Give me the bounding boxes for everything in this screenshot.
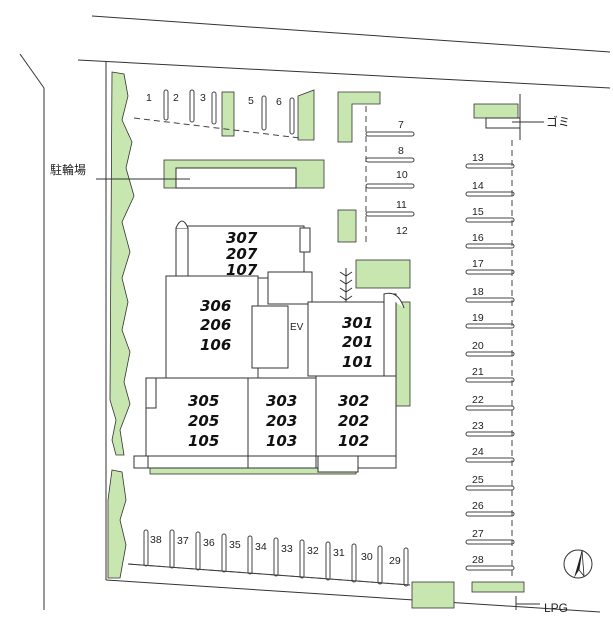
- parking-space-31: 31: [333, 547, 345, 559]
- unit-block-306: 306 206 106: [200, 297, 231, 354]
- svg-text:302: 302: [338, 392, 369, 410]
- svg-text:103: 103: [266, 432, 297, 450]
- parking-space-27: 27: [472, 528, 484, 540]
- svg-text:102: 102: [338, 432, 369, 450]
- svg-text:203: 203: [266, 412, 297, 430]
- parking-upper-right: 7 8 10 11 12: [365, 106, 415, 244]
- svg-text:303: 303: [266, 392, 297, 410]
- north-arrow-icon: [563, 549, 593, 579]
- svg-text:101: 101: [342, 353, 373, 371]
- parking-space-32: 32: [307, 545, 319, 557]
- parking-space-29: 29: [389, 555, 401, 567]
- parking-space-24: 24: [472, 446, 484, 458]
- parking-space-26: 26: [472, 500, 484, 512]
- svg-text:202: 202: [338, 412, 369, 430]
- svg-text:107: 107: [226, 261, 258, 279]
- parking-space-35: 35: [229, 539, 241, 551]
- parking-space-21: 21: [472, 366, 484, 378]
- building: EV: [133, 220, 405, 473]
- garbage-label: ゴミ: [546, 114, 570, 129]
- parking-space-11: 11: [396, 199, 407, 211]
- parking-space-14: 14: [472, 180, 484, 192]
- svg-text:307: 307: [226, 229, 258, 247]
- elevator-label: EV: [290, 322, 304, 333]
- parking-space-1: 1: [146, 92, 152, 104]
- parking-space-30: 30: [361, 551, 373, 563]
- unit-block-307: 307 207 107: [226, 229, 258, 279]
- svg-text:301: 301: [342, 314, 373, 332]
- unit-block-305: 305 205 105: [188, 392, 219, 450]
- parking-space-38: 38: [150, 534, 162, 546]
- parking-space-2: 2: [173, 92, 179, 104]
- parking-top-row: 1 2 3 5 6: [133, 89, 301, 139]
- svg-text:105: 105: [188, 432, 219, 450]
- parking-right-column: 13 14 15 16 17 18 19 20 21 22 23 24 25 2…: [465, 140, 515, 580]
- parking-space-23: 23: [472, 420, 484, 432]
- unit-block-303: 303 203 103: [266, 392, 297, 450]
- parking-space-20: 20: [472, 340, 484, 352]
- parking-space-8: 8: [398, 145, 404, 157]
- parking-space-18: 18: [472, 286, 484, 298]
- svg-text:106: 106: [200, 336, 231, 354]
- svg-text:201: 201: [342, 333, 373, 351]
- svg-text:207: 207: [226, 245, 258, 263]
- parking-space-15: 15: [472, 206, 484, 218]
- bicycle-parking-label: 駐輪場: [50, 162, 86, 177]
- lpg-label: LPG: [544, 601, 568, 615]
- parking-space-7: 7: [398, 119, 404, 131]
- parking-space-16: 16: [472, 232, 484, 244]
- parking-space-28: 28: [472, 554, 484, 566]
- parking-space-22: 22: [472, 394, 484, 406]
- parking-space-10: 10: [396, 169, 408, 181]
- parking-space-37: 37: [177, 535, 189, 547]
- callouts: 駐輪場 ゴミ LPG: [50, 114, 570, 615]
- parking-space-6: 6: [276, 96, 282, 108]
- parking-space-5: 5: [248, 95, 254, 107]
- unit-labels: 307 207 107 306 206 106 301 201 101 305 …: [188, 229, 373, 450]
- parking-space-19: 19: [472, 312, 484, 324]
- parking-space-34: 34: [255, 541, 267, 553]
- svg-text:305: 305: [188, 392, 219, 410]
- parking-space-13: 13: [472, 152, 484, 164]
- unit-block-302: 302 202 102: [338, 392, 369, 450]
- stair-icon: [339, 268, 353, 302]
- greenery: [107, 71, 525, 609]
- parking-space-3: 3: [200, 92, 206, 104]
- parking-space-33: 33: [281, 543, 293, 555]
- boundary-lines: [19, 15, 611, 613]
- svg-text:306: 306: [200, 297, 231, 315]
- parking-space-36: 36: [203, 537, 215, 549]
- parking-space-17: 17: [472, 258, 484, 270]
- svg-text:205: 205: [188, 412, 219, 430]
- parking-bottom-row: 38 37 36 35 34 33 32 31 30 29: [127, 529, 411, 587]
- svg-text:206: 206: [200, 316, 231, 334]
- parking-space-25: 25: [472, 474, 484, 486]
- unit-block-301: 301 201 101: [342, 314, 373, 371]
- parking-space-12: 12: [396, 225, 408, 237]
